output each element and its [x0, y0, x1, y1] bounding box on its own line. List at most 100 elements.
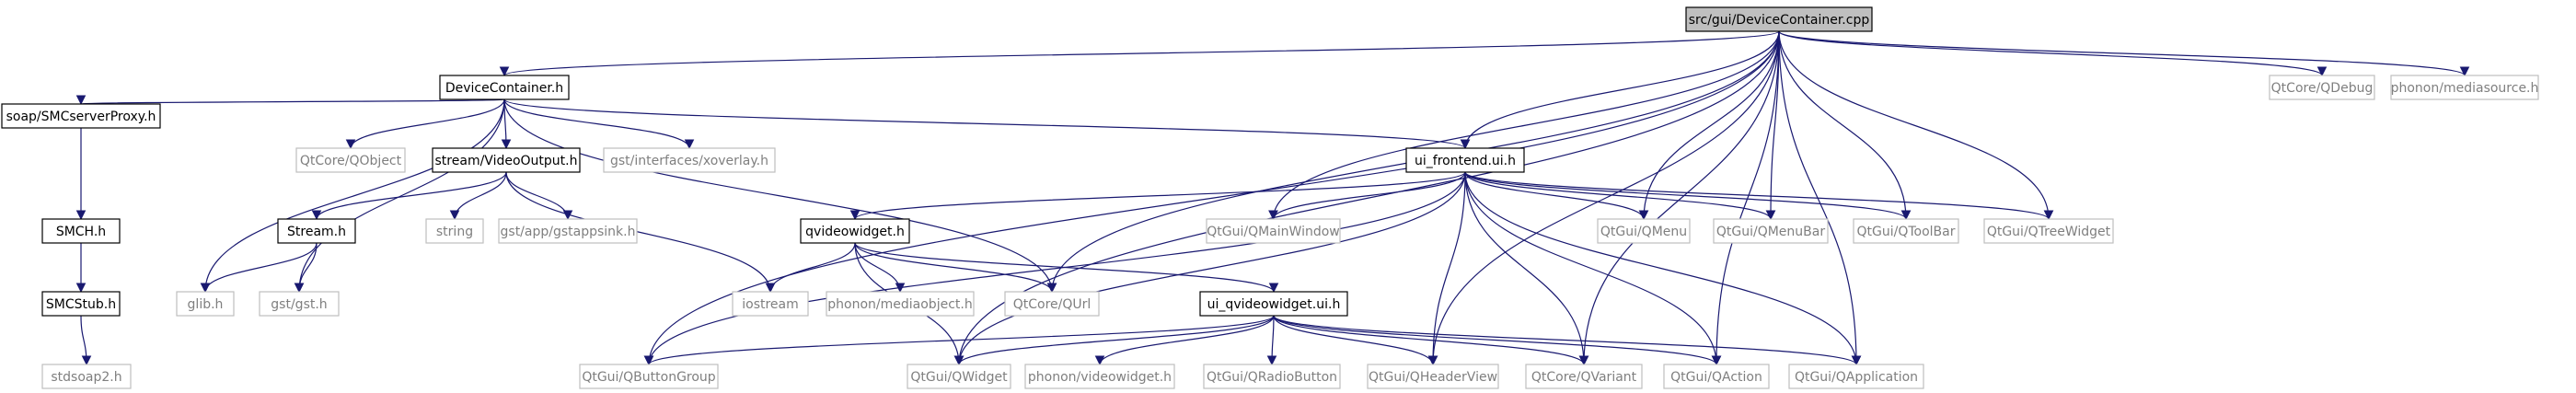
- node-box: [1206, 218, 1341, 244]
- edge-uiqvideowidget-to-qwidget: [953, 315, 1275, 366]
- node-box: [1713, 218, 1829, 244]
- node-qurl: QtCore/QUrl: [1004, 291, 1100, 317]
- node-box: [2390, 75, 2539, 100]
- edge-uifrontend-to-qmenubar: [1464, 171, 1776, 221]
- node-xoverlay: gst/interfaces/xoverlay.h: [603, 147, 776, 173]
- node-box: [732, 291, 809, 317]
- edge-uiqvideowidget-to-qradiobutton: [1266, 315, 1277, 366]
- node-label: src/gui/DeviceContainer.cpp: [1689, 13, 1870, 28]
- node-label: gst/app/gstappsink.h: [501, 225, 636, 239]
- node-glib: glib.h: [176, 291, 235, 317]
- node-box: [2269, 75, 2375, 100]
- node-iostream: iostream: [732, 291, 809, 317]
- node-label: QtGui/QApplication: [1795, 370, 1918, 385]
- node-string: string: [425, 218, 484, 244]
- node-label: QtCore/QDebug: [2271, 81, 2374, 96]
- node-label: stdsoap2.h: [51, 370, 121, 385]
- node-streamh[interactable]: Stream.h: [277, 218, 356, 244]
- node-smcstub[interactable]: SMCStub.h: [41, 291, 121, 317]
- node-qmenubar: QtGui/QMenuBar: [1713, 218, 1829, 244]
- edge-root-to-qbuttongroup: [643, 30, 1780, 366]
- node-label: QtCore/QObject: [300, 154, 402, 168]
- nodes-layer: src/gui/DeviceContainer.cppDeviceContain…: [1, 6, 2539, 389]
- edge-streamh-to-glib: [200, 242, 318, 294]
- edges-layer: [75, 30, 2470, 366]
- node-qmainwindow: QtGui/QMainWindow: [1206, 218, 1341, 244]
- edge-dch-to-glib: [200, 98, 505, 294]
- node-box: [1685, 6, 1873, 32]
- edge-videooutput-to-string: [449, 171, 507, 221]
- node-qtoolbar: QtGui/QToolBar: [1853, 218, 1959, 244]
- node-qdebug: QtCore/QDebug: [2269, 75, 2375, 100]
- node-box: [1597, 218, 1691, 244]
- node-label: stream/VideoOutput.h: [435, 154, 578, 168]
- node-label: qvideowidget.h: [805, 225, 905, 239]
- edge-uiqvideowidget-to-qvariant: [1273, 315, 1589, 366]
- node-label: phonon/mediasource.h: [2391, 81, 2539, 96]
- edge-uifrontend-to-qtoolbar: [1464, 171, 1912, 221]
- node-smch[interactable]: SMCH.h: [41, 218, 121, 244]
- node-label: phonon/videowidget.h: [1028, 370, 1172, 385]
- node-videooutput[interactable]: stream/VideoOutput.h: [432, 147, 581, 173]
- node-qaction: QtGui/QAction: [1663, 364, 1770, 389]
- node-qheaderview: QtGui/QHeaderView: [1367, 364, 1499, 389]
- edge-root-to-dch: [500, 30, 1780, 77]
- node-gstappsink: gst/app/gstappsink.h: [498, 218, 638, 244]
- node-label: phonon/mediaobject.h: [827, 297, 972, 312]
- edge-root-to-qvariant: [1578, 30, 1780, 366]
- node-mediasource: phonon/mediasource.h: [2390, 75, 2539, 100]
- node-uiqvideowidget[interactable]: ui_qvideowidget.ui.h: [1199, 291, 1348, 317]
- node-root[interactable]: src/gui/DeviceContainer.cpp: [1685, 6, 1873, 32]
- node-qtreewidget: QtGui/QTreeWidget: [1983, 218, 2114, 244]
- node-videowidget: phonon/videowidget.h: [1024, 364, 1175, 389]
- node-label: SMCStub.h: [46, 297, 116, 312]
- node-qwidget: QtGui/QWidget: [907, 364, 1011, 389]
- node-label: QtGui/QRadioButton: [1207, 370, 1337, 385]
- node-box: [1004, 291, 1100, 317]
- edge-uifrontend-to-qaction: [1464, 171, 1722, 366]
- node-box: [1405, 147, 1525, 173]
- node-box: [603, 147, 776, 173]
- node-box: [41, 218, 121, 244]
- node-label: gst/gst.h: [271, 297, 327, 312]
- node-box: [1788, 364, 1924, 389]
- node-label: glib.h: [188, 297, 224, 312]
- edge-streamh-to-gst: [294, 242, 318, 294]
- node-box: [425, 218, 484, 244]
- node-box: [295, 147, 406, 173]
- edge-uifrontend-to-qbuttongroup: [643, 171, 1466, 366]
- node-box: [1983, 218, 2114, 244]
- node-box: [41, 291, 121, 317]
- node-label: QtGui/QToolBar: [1857, 225, 1956, 239]
- node-label: SMCH.h: [56, 225, 106, 239]
- node-qmenu: QtGui/QMenu: [1597, 218, 1691, 244]
- edge-qvideowidget-to-iostream: [765, 242, 856, 294]
- node-label: DeviceContainer.h: [445, 81, 563, 96]
- node-label: QtGui/QHeaderView: [1369, 370, 1497, 385]
- node-box: [41, 364, 132, 389]
- edge-dch-to-qobject: [345, 98, 505, 150]
- node-uifrontend[interactable]: ui_frontend.ui.h: [1405, 147, 1525, 173]
- node-qvideowidget[interactable]: qvideowidget.h: [800, 218, 910, 244]
- node-label: QtGui/QTreeWidget: [1987, 225, 2111, 239]
- node-gst: gst/gst.h: [259, 291, 340, 317]
- node-label: QtGui/QButtonGroup: [582, 370, 715, 385]
- node-smcproxy[interactable]: soap/SMCserverProxy.h: [1, 103, 161, 129]
- edge-uifrontend-to-qtreewidget: [1464, 171, 2054, 221]
- node-dch[interactable]: DeviceContainer.h: [439, 75, 570, 100]
- node-box: [1024, 364, 1175, 389]
- node-label: QtGui/QMainWindow: [1207, 225, 1339, 239]
- edge-root-to-qmenu: [1638, 30, 1780, 221]
- edge-videooutput-to-iostream: [505, 171, 776, 294]
- edge-dch-to-gst: [294, 98, 505, 294]
- edge-uifrontend-to-qvariant: [1464, 171, 1589, 366]
- node-qradiobutton: QtGui/QRadioButton: [1203, 364, 1341, 389]
- node-box: [1853, 218, 1959, 244]
- edge-uifrontend-to-qheaderview: [1427, 171, 1466, 366]
- edge-root-to-qaction: [1711, 30, 1780, 366]
- edge-root-to-qtoolbar: [1778, 30, 1912, 221]
- node-label: Stream.h: [287, 225, 346, 239]
- node-label: QtGui/QAction: [1670, 370, 1762, 385]
- edge-uifrontend-to-qapplication: [1464, 171, 1862, 366]
